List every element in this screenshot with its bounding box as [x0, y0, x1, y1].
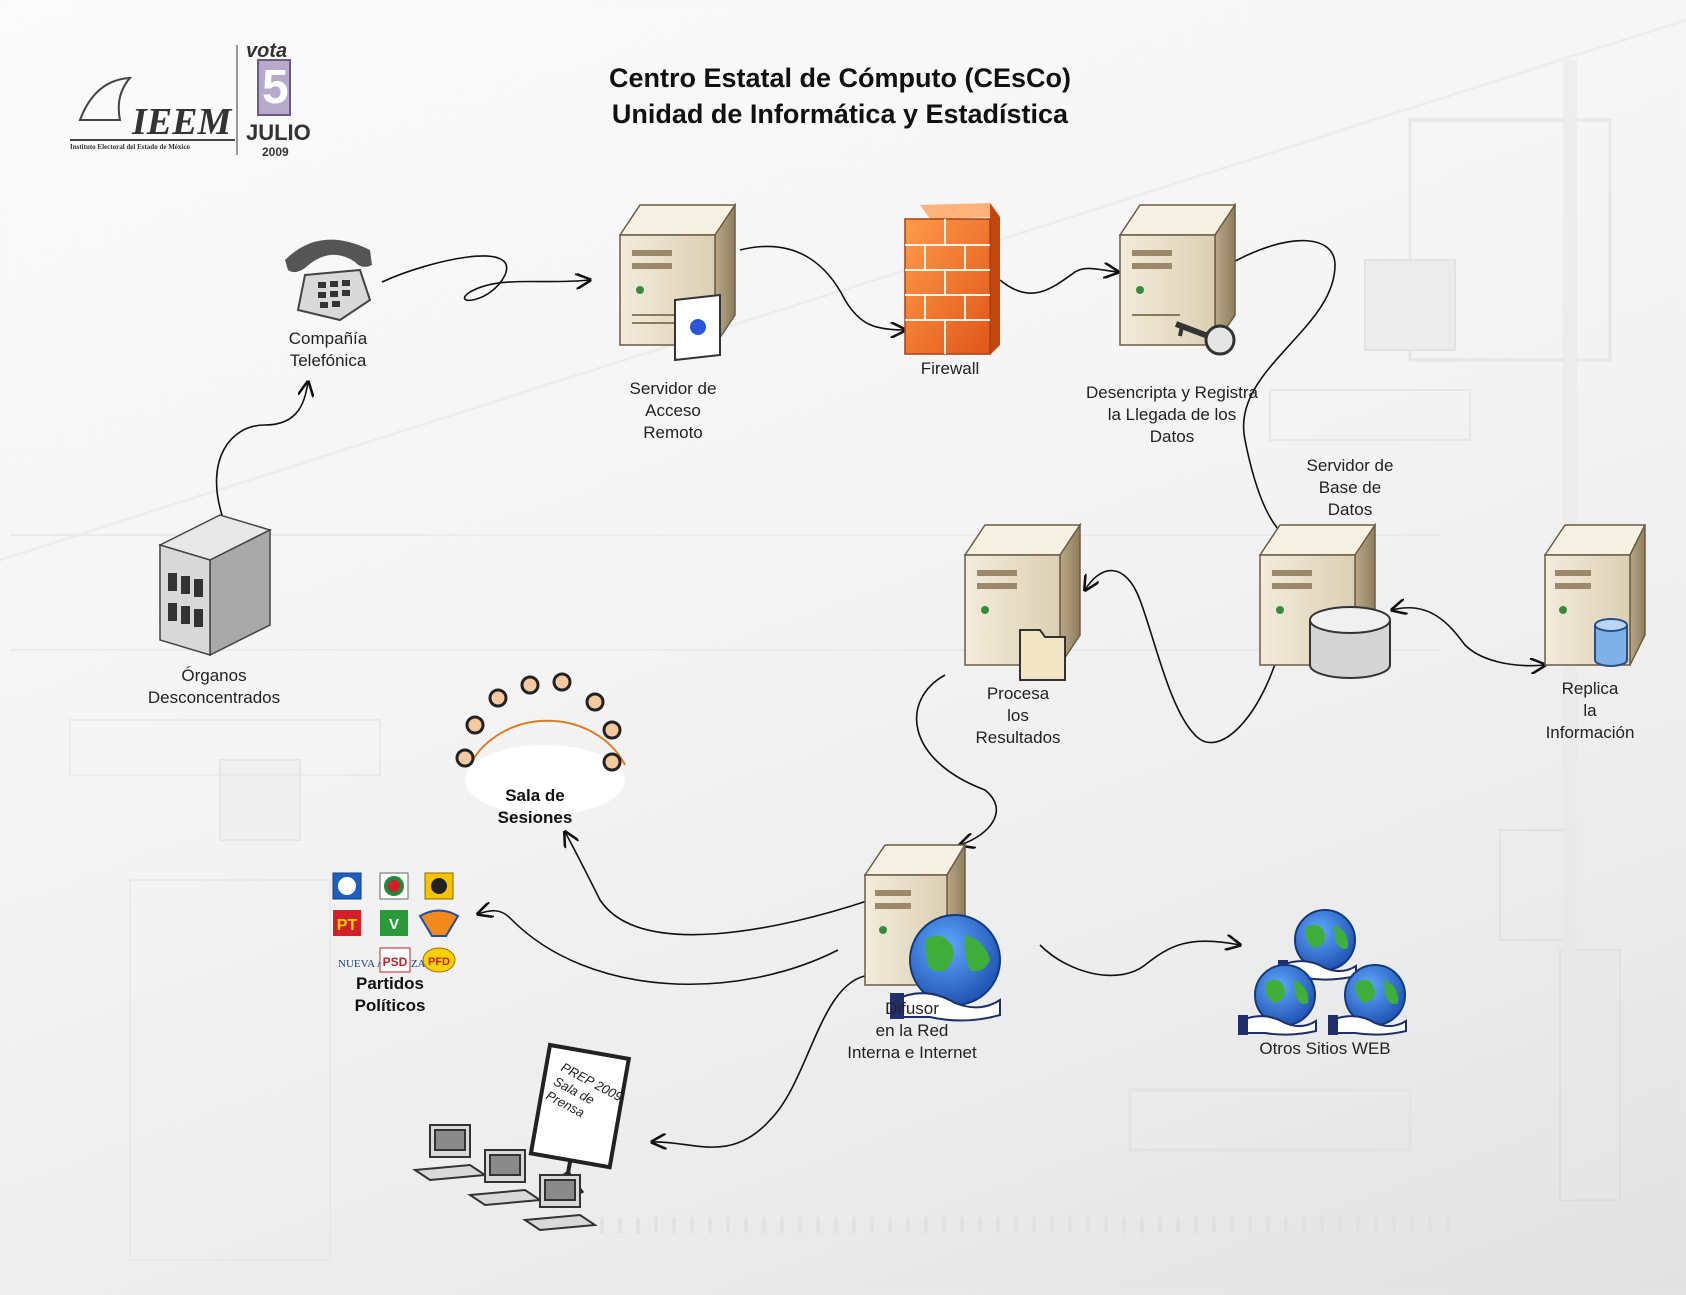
party-logo-convergencia	[418, 909, 460, 937]
arrow-firewall-to-desencripta	[999, 268, 1118, 294]
globe-hand-icon	[890, 914, 1001, 1022]
party-logo-psd	[379, 947, 411, 973]
arrow-replica-to-bd	[1392, 608, 1545, 666]
diagram-title: Centro Estatal de Cómputo (CEsCo) Unidad…	[540, 60, 1140, 132]
svg-text:PT: PT	[337, 917, 358, 934]
arrow-bd-to-procesa	[1085, 569, 1279, 744]
vota-day: 5	[262, 61, 289, 114]
key-icon	[1174, 321, 1236, 356]
arrow-desencripta-to-bd	[1227, 239, 1336, 540]
connectors	[215, 239, 1545, 1148]
label-otros-sitios: Otros Sitios WEB	[1259, 1039, 1391, 1058]
label-servidor-bd: Servidor de Base de Datos	[1306, 456, 1394, 519]
circuit-background	[0, 18, 1686, 1261]
ieem-logo	[70, 45, 291, 155]
other-sites-globes-icon	[1238, 909, 1407, 1036]
label-desencripta: Desencripta y Registra la Llegada de los…	[1086, 383, 1258, 446]
arrow-procesa-to-difusor	[915, 674, 998, 845]
party-logo-pfd	[422, 947, 456, 973]
press-room-icon: PREP 2009Sala dePrensa	[412, 1042, 632, 1232]
vota-year: 2009	[262, 145, 289, 159]
label-replica: Replica la Información	[1545, 679, 1635, 742]
process-server-icon	[963, 522, 1082, 681]
vota-month: JULIO	[246, 120, 311, 145]
label-sala: Sala de Sesiones	[497, 786, 573, 827]
party-logo-pt	[333, 910, 361, 936]
svg-text:V: V	[389, 916, 399, 933]
label-telefonica: Compañía Telefónica	[288, 329, 368, 370]
label-procesa: Procesa los Resultados	[975, 684, 1061, 747]
party-logos-group: PT V NUEVA ALIANZA PSD PFD	[332, 872, 460, 973]
arrow-organos-to-telefonica	[215, 382, 308, 516]
label-servidor-acceso: Servidor de Acceso Remoto	[629, 379, 717, 442]
vota-word: vota	[246, 40, 288, 62]
ieem-logo-text: IEEM	[132, 101, 232, 143]
arrow-difusor-to-sala	[565, 832, 871, 936]
arrow-difusor-to-otros	[1039, 941, 1240, 977]
remote-access-server-icon	[618, 202, 737, 362]
party-logo-verde	[380, 910, 408, 936]
svg-text:PSD: PSD	[383, 955, 408, 969]
telephone-icon	[285, 239, 372, 322]
session-room-icon	[455, 672, 626, 815]
label-organos: Órganos Desconcentrados	[147, 666, 281, 707]
arrow-difusor-to-partidos	[478, 911, 839, 986]
arrow-difusor-to-prensa	[652, 974, 871, 1147]
decrypt-server-icon	[1118, 202, 1237, 348]
building-icon	[157, 514, 273, 657]
label-difusor: Difusor en la Red Interna e Internet	[847, 999, 977, 1062]
ieem-logo-subtitle: Instituto Electoral del Estado de México	[70, 143, 190, 151]
arrow-telefonica-to-acceso	[381, 255, 590, 302]
arrow-acceso-to-firewall	[739, 245, 905, 330]
firewall-icon	[904, 203, 1000, 355]
title-line-1: Centro Estatal de Cómputo (CEsCo)	[608, 63, 1072, 93]
label-partidos: Partidos Políticos	[354, 974, 426, 1015]
title-line-2: Unidad de Informática y Estadística	[611, 99, 1069, 129]
database-server-icon	[1258, 522, 1377, 668]
svg-text:PFD: PFD	[428, 956, 450, 968]
replica-server-icon	[1543, 524, 1647, 667]
label-firewall: Firewall	[920, 359, 980, 378]
database-cylinder-icon	[1309, 606, 1391, 679]
